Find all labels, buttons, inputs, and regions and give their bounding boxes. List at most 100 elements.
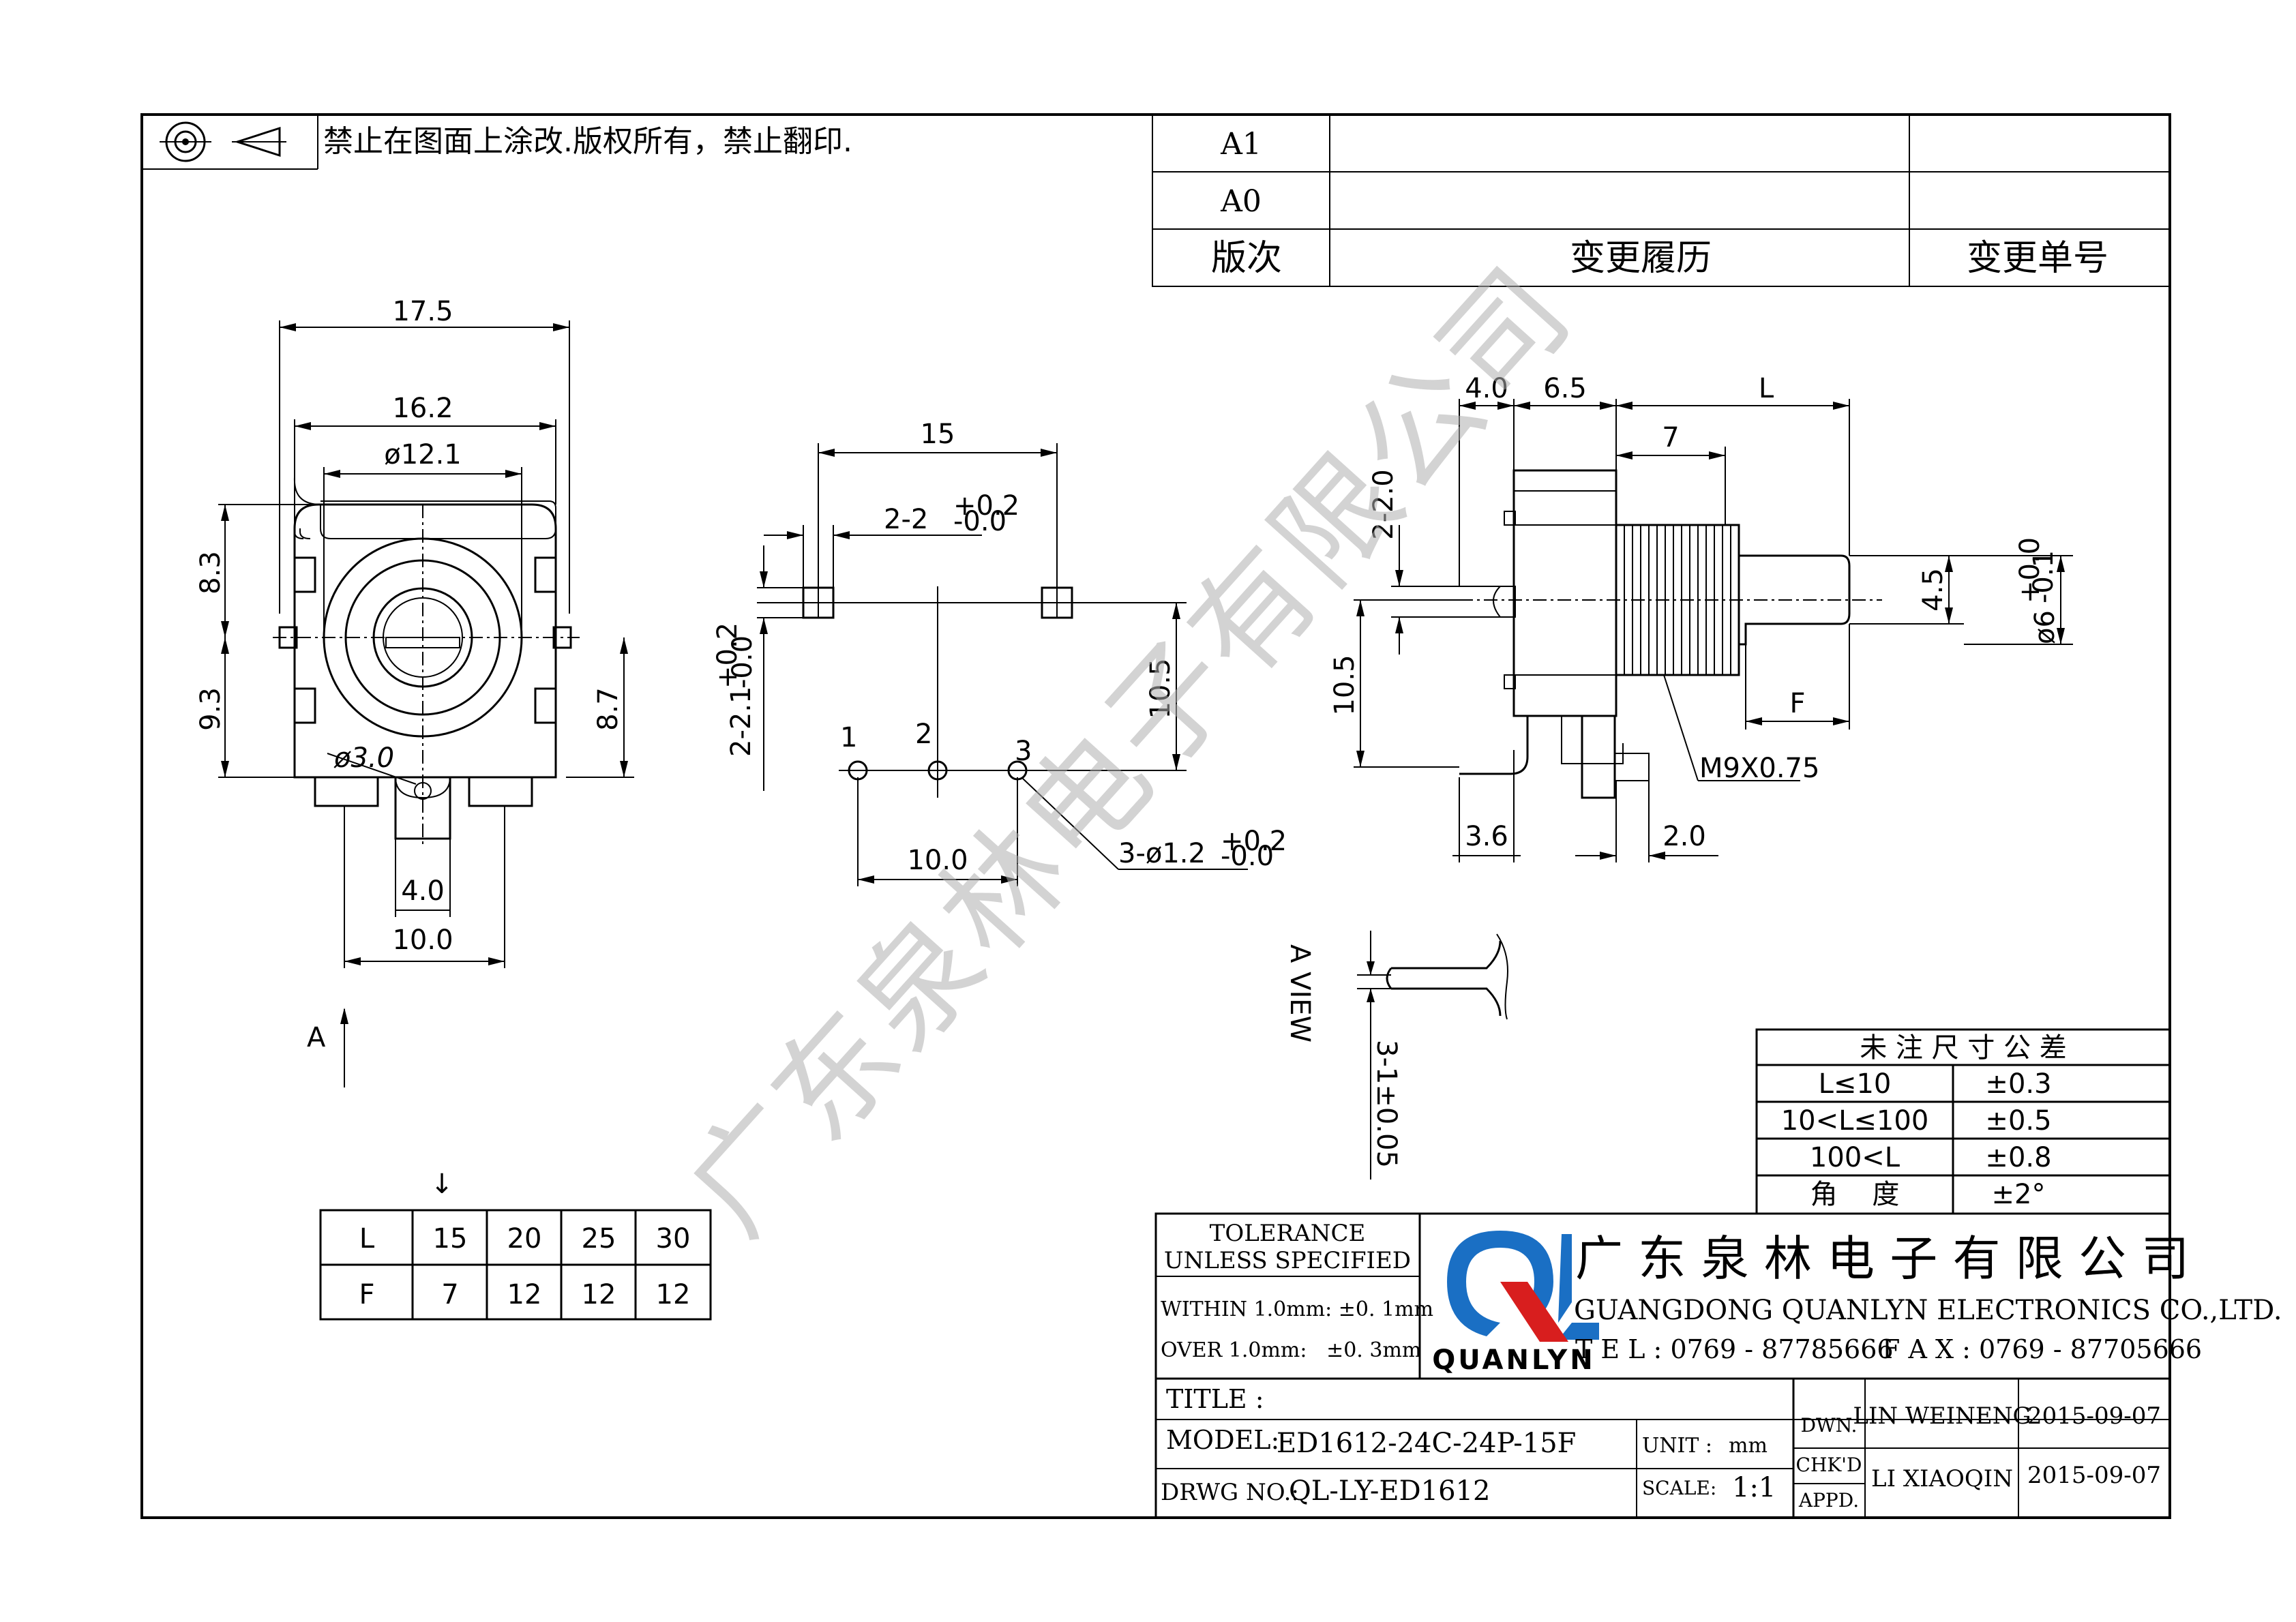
- pcb-dim-slot-v-tol-up: +0.2: [712, 622, 743, 689]
- lf-F-12b: 12: [582, 1279, 616, 1310]
- lf-key-F: F: [359, 1279, 374, 1310]
- tolerance-table: 未 注 尺 寸 公 差 L≤10 ±0.3 10<L≤100 ±0.5 100<…: [1755, 1028, 2171, 1215]
- side-dim-thread: M9X0.75: [1699, 753, 1819, 784]
- pcb-dim-slot-tol-dn: -0.0: [953, 506, 1007, 537]
- side-dim-2-2-0: 2-2.0: [1368, 469, 1399, 540]
- rev-a0: A0: [1220, 184, 1262, 219]
- revision-table: A1 A0 版次 变更履历 变更单号: [1152, 114, 2171, 287]
- side-dim-4-5: 4.5: [1918, 568, 1949, 612]
- lf-key-L: L: [359, 1223, 375, 1255]
- company-fax: F A X : 0769 - 87705666: [1882, 1334, 2202, 1364]
- dwn-name: LIN WEINENG: [1853, 1402, 2031, 1430]
- projection-symbol-icon: [160, 121, 286, 162]
- lf-F-12a: 12: [507, 1279, 542, 1310]
- dim-8-7: 8.7: [593, 687, 624, 731]
- watermark: 广东泉林电子有限公司: [661, 240, 1599, 1260]
- a-view: A VIEW 3-1±0.05: [1284, 931, 1508, 1180]
- side-dim-F: F: [1789, 688, 1805, 719]
- dim-hole-3-0: ø3.0: [333, 742, 394, 774]
- view-arrow-a: A: [307, 1022, 326, 1053]
- side-dim-shaft-dia: ø6: [2029, 610, 2061, 644]
- company-tel: T E L : 0769 - 87785666: [1575, 1334, 1894, 1364]
- pcb-dim-15: 15: [921, 419, 955, 450]
- lf-L-25: 25: [582, 1223, 616, 1255]
- dim-17-5: 17.5: [392, 296, 453, 327]
- tolerance-title: 未 注 尺 寸 公 差: [1860, 1032, 2067, 1064]
- company-name-en: GUANGDONG QUANLYN ELECTRONICS CO.,LTD.: [1574, 1295, 2282, 1326]
- unit-label: UNIT :: [1642, 1434, 1712, 1458]
- lf-F-7: 7: [441, 1279, 458, 1310]
- scale-value: 1:1: [1732, 1472, 1776, 1503]
- tol-within: WITHIN 1.0mm: ±0. 1mm: [1161, 1297, 1433, 1321]
- tol-range-3: 100<L: [1810, 1142, 1900, 1173]
- lf-F-12c: 12: [656, 1279, 691, 1310]
- tol-line-1: TOLERANCE: [1210, 1220, 1366, 1247]
- dim-8-3: 8.3: [195, 551, 226, 595]
- side-view: 4.0 6.5 L 7 2-2.0 10.5 4.5 ø6 +0.0 -0.1: [1329, 373, 2073, 862]
- side-dim-shaft-tol-dn: -0.1: [2028, 550, 2059, 603]
- drwg-label: DRWG NO.:: [1161, 1479, 1299, 1506]
- rev-header-history: 变更履历: [1570, 238, 1712, 279]
- front-view: 17.5 16.2 ø12.1 8.3 9.3 8.7 ø3.0 4.0: [195, 296, 634, 1087]
- lf-table: ↓ L 15 20 25 30 F 7 12 12 12: [319, 1169, 712, 1321]
- a-view-label: A VIEW: [1284, 944, 1315, 1042]
- tol-range-2: 10<L≤100: [1781, 1105, 1929, 1137]
- dim-9-3: 9.3: [195, 687, 226, 731]
- pcb-dim-slot-tol-up: +0.2: [953, 490, 1019, 522]
- side-dim-2-0: 2.0: [1663, 821, 1706, 852]
- a-view-pin-dim: 3-1±0.05: [1371, 1040, 1402, 1168]
- side-dim-7: 7: [1662, 422, 1679, 453]
- side-dim-10-5: 10.5: [1329, 655, 1360, 715]
- notice-text: 禁止在图面上涂改.版权所有，禁止翻印.: [323, 124, 852, 159]
- pin-label-3: 3: [1015, 736, 1032, 767]
- pcb-dim-slot-v-tol-dn: -0.0: [727, 635, 758, 689]
- pcb-dim-10-0: 10.0: [907, 845, 968, 876]
- pcb-dim-slot: 2-2: [884, 504, 928, 535]
- model-label: MODEL:: [1166, 1425, 1279, 1455]
- tol-val-1: ±0.3: [1985, 1068, 2051, 1100]
- appd-label: APPD.: [1798, 1489, 1859, 1512]
- dim-dia-12-1: ø12.1: [384, 439, 462, 470]
- company-logo: QUANLYN: [1432, 1231, 1599, 1376]
- tol-val-3: ±0.8: [1985, 1142, 2051, 1173]
- logo-text: QUANLYN: [1432, 1345, 1595, 1376]
- rev-header-number: 变更单号: [1967, 238, 2108, 279]
- dwn-label: DWN.: [1801, 1414, 1858, 1437]
- rev-a1: A1: [1220, 127, 1262, 162]
- pcb-dim-10-5: 10.5: [1145, 658, 1176, 719]
- side-dim-shaft-tol-up: +0.0: [2014, 537, 2046, 603]
- lf-L-20: 20: [507, 1223, 542, 1255]
- chk-date: 2015-09-07: [2027, 1462, 2161, 1489]
- scale-label: SCALE:: [1642, 1477, 1716, 1499]
- lf-arrow-icon: ↓: [430, 1169, 453, 1200]
- dim-4-0: 4.0: [401, 875, 445, 907]
- chkd-label: CHK'D: [1796, 1454, 1862, 1476]
- lf-L-30: 30: [656, 1223, 691, 1255]
- pcb-layout-view: 15 2-2 +0.2 -0.0 2-2.1 +0.2 -0.0 1 2 3 1…: [712, 419, 1287, 886]
- pcb-dim-holes: 3-ø1.2: [1118, 838, 1206, 869]
- unit-value: mm: [1729, 1434, 1768, 1458]
- drwg-value: QL-LY-ED1612: [1289, 1475, 1490, 1507]
- dim-16-2: 16.2: [392, 393, 453, 424]
- model-value: ED1612-24C-24P-15F: [1277, 1428, 1576, 1459]
- tol-val-2: ±0.5: [1985, 1105, 2051, 1137]
- tol-over: OVER 1.0mm: ±0. 3mm: [1161, 1338, 1421, 1362]
- pcb-dim-holes-tol-up: +0.2: [1221, 826, 1287, 857]
- tol-range-4: 角 度: [1810, 1179, 1900, 1210]
- title-block: TOLERANCE UNLESS SPECIFIED WITHIN 1.0mm:…: [1154, 1212, 2282, 1519]
- notice-area: 禁止在图面上涂改.版权所有，禁止翻印.: [142, 115, 852, 170]
- side-dim-L: L: [1759, 373, 1774, 404]
- title-label: TITLE :: [1166, 1384, 1264, 1414]
- pin-label-1: 1: [840, 722, 857, 753]
- dwn-date: 2015-09-07: [2027, 1402, 2161, 1430]
- tol-range-1: L≤10: [1819, 1068, 1892, 1100]
- side-dim-6-5: 6.5: [1543, 373, 1587, 404]
- tol-line-2: UNLESS SPECIFIED: [1164, 1247, 1411, 1274]
- side-dim-4-0: 4.0: [1465, 373, 1508, 404]
- pcb-dim-slot-v: 2-2.1: [726, 687, 757, 757]
- chk-name: LI XIAOQIN: [1871, 1465, 2013, 1492]
- dim-10-0: 10.0: [392, 925, 453, 956]
- company-name-cn: 广 东 泉 林 电 子 有 限 公 司: [1575, 1231, 2189, 1287]
- side-dim-3-6: 3.6: [1465, 821, 1508, 852]
